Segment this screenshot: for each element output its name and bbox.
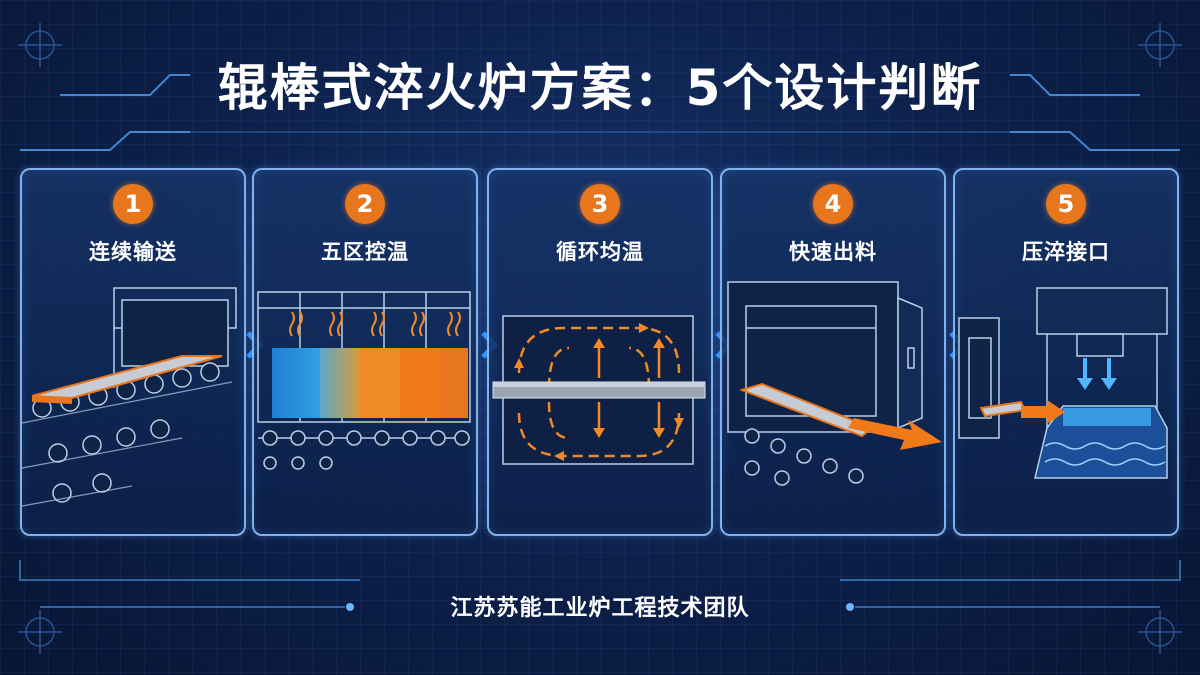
step-number-badge: 5	[1046, 184, 1086, 224]
step-number-badge: 3	[580, 184, 620, 224]
roller-conveyor-icon	[22, 287, 237, 507]
page-title: 辊棒式淬火炉方案：5个设计判断	[217, 59, 983, 117]
step-panel-4: 4 快速出料	[720, 168, 946, 536]
press-quench-icon	[958, 287, 1168, 479]
heating-zones-icon	[257, 291, 471, 470]
step-panel-3: 3 循环均温	[487, 168, 713, 536]
step-label: 快速出料	[789, 240, 877, 264]
step-label: 五区控温	[321, 240, 409, 264]
step-panel-5: 5 压淬接口	[953, 168, 1179, 536]
step-label: 循环均温	[556, 240, 644, 264]
step-label: 连续输送	[89, 240, 177, 264]
fast-discharge-icon	[727, 281, 942, 486]
step-panel-2: 2 五区控温	[252, 168, 478, 536]
step-number-badge: 2	[345, 184, 385, 224]
team-footer: 江苏苏能工业炉工程技术团队	[450, 596, 750, 621]
step-number-badge: 1	[113, 184, 153, 224]
air-circulation-icon	[492, 315, 706, 465]
step-number-badge: 4	[813, 184, 853, 224]
step-panel-1: 1 连续输送	[20, 168, 246, 536]
step-label: 压淬接口	[1022, 240, 1110, 264]
